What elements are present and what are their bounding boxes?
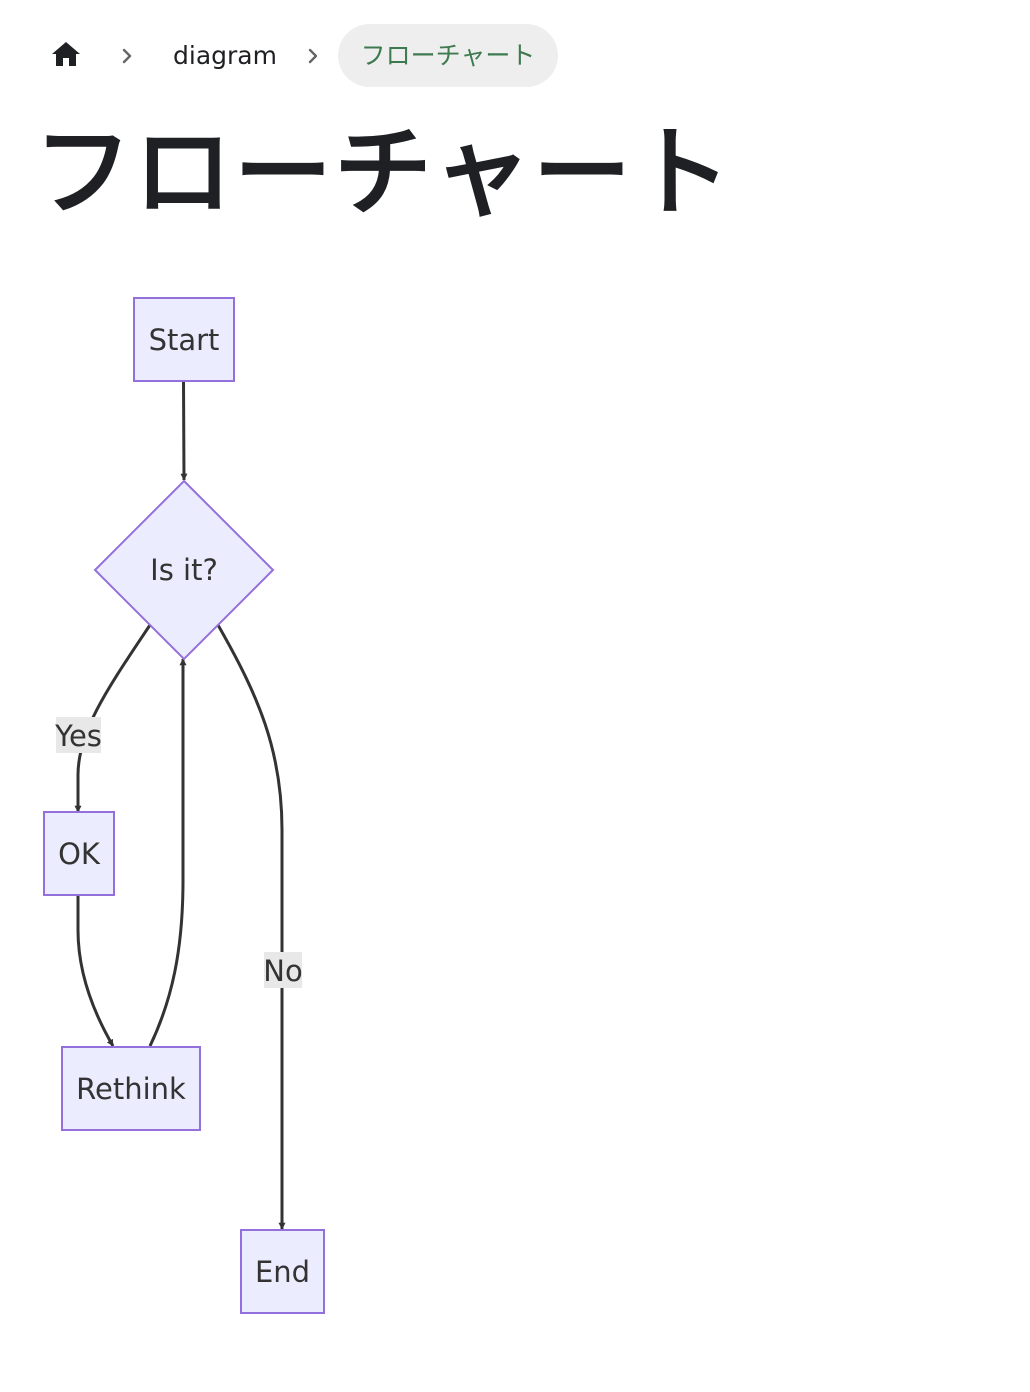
edge-label-no-text: No (263, 954, 302, 988)
breadcrumb-item-current: フローチャート (338, 24, 558, 87)
home-icon-glyph (52, 42, 80, 66)
edge-label-yes-text: Yes (54, 719, 102, 753)
edge-isit-to-end (216, 624, 286, 1230)
node-rethink: Rethink (61, 1046, 201, 1131)
home-icon[interactable] (44, 32, 88, 76)
breadcrumb-item-diagram[interactable]: diagram (173, 41, 277, 70)
edge-label-no: No (263, 952, 303, 988)
node-end: End (240, 1229, 325, 1314)
node-ok-label: OK (58, 837, 101, 871)
edge-isit-to-ok (74, 624, 152, 813)
chevron-right-icon (115, 42, 139, 70)
edge-label-yes: Yes (54, 717, 102, 753)
node-isit-label: Is it? (150, 553, 218, 587)
breadcrumb: diagram フローチャート (0, 0, 1030, 110)
edge-start-to-isit (180, 380, 188, 481)
node-rethink-label: Rethink (76, 1072, 186, 1106)
node-start: Start (133, 297, 235, 382)
edges (74, 380, 286, 1230)
edge-rethink-to-isit (148, 658, 187, 1047)
chevron-right-icon (301, 42, 325, 70)
edge-ok-to-rethink (76, 895, 115, 1047)
page-title: フローチャート (34, 116, 734, 230)
node-ok: OK (43, 811, 115, 896)
node-start-label: Start (149, 323, 220, 357)
node-isit: Is it? (93, 479, 275, 661)
node-end-label: End (255, 1255, 310, 1289)
